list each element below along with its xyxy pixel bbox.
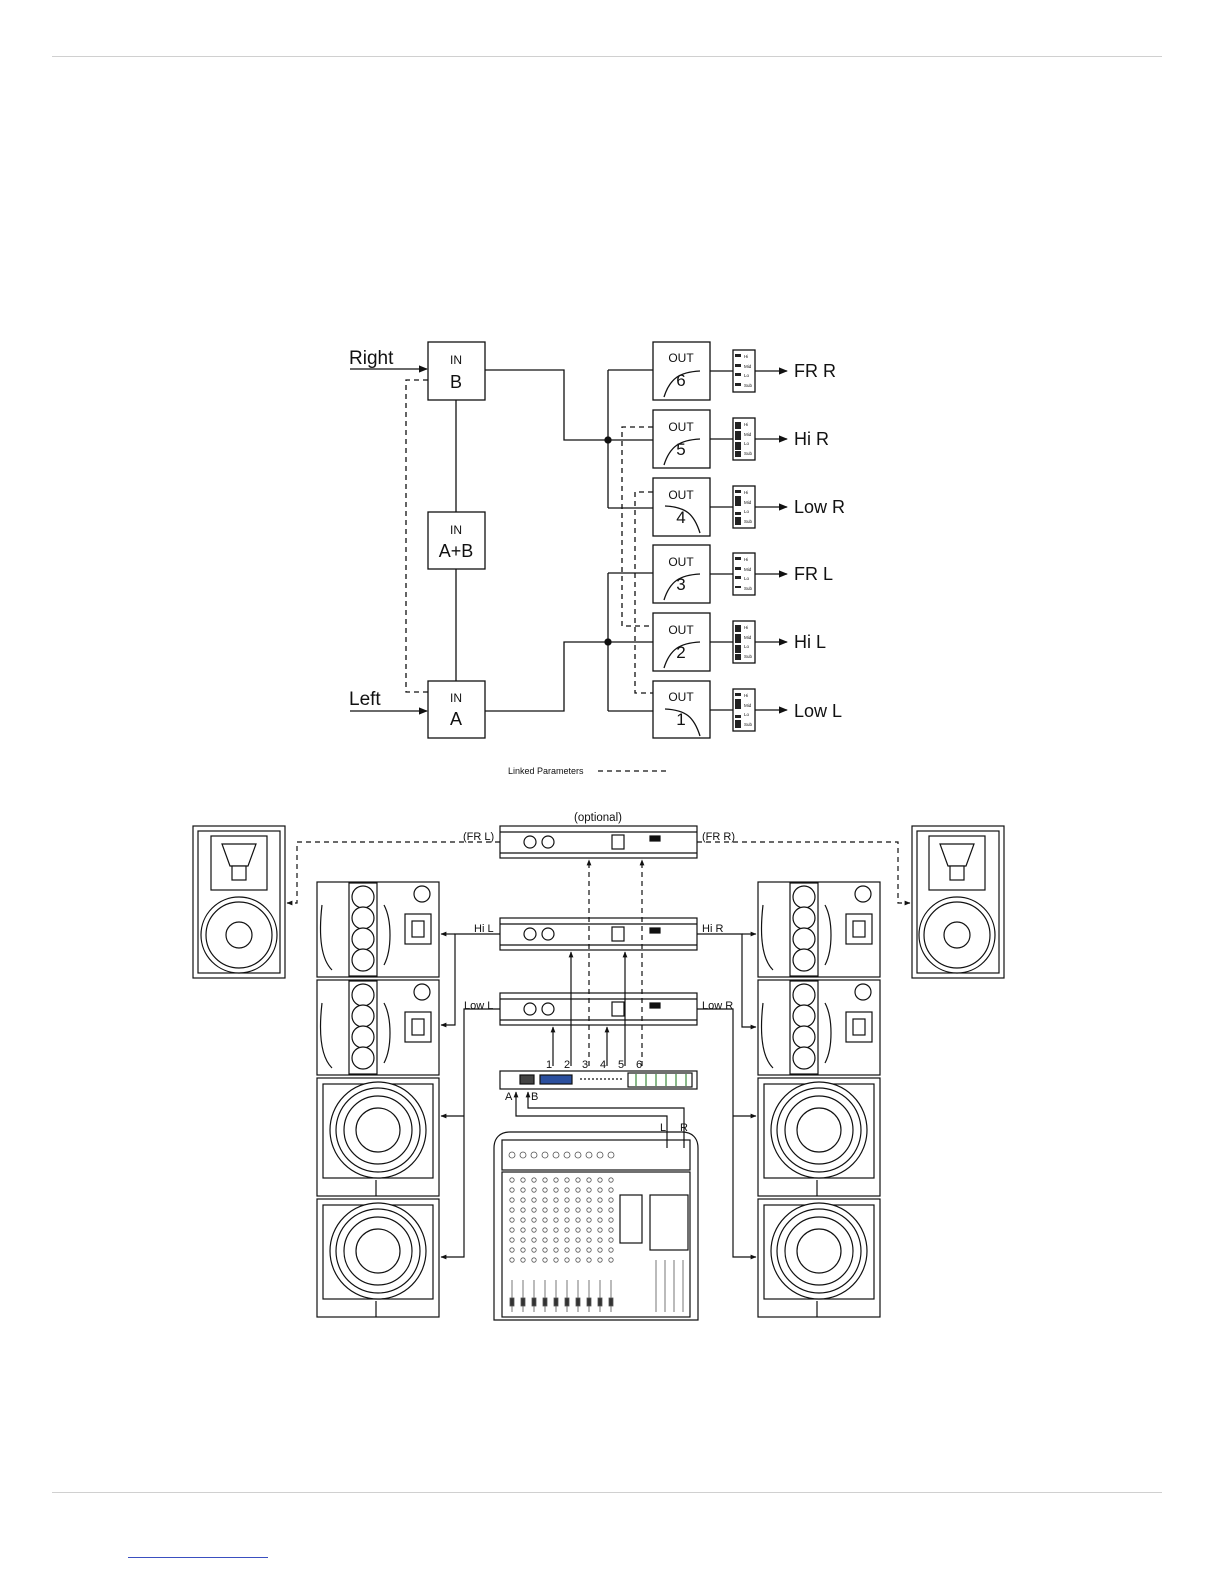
svg-text:OUT: OUT <box>668 690 694 704</box>
svg-text:A+B: A+B <box>439 541 474 561</box>
svg-text:3: 3 <box>676 575 685 594</box>
svg-text:Mid: Mid <box>744 703 752 708</box>
input-right-label: Right <box>349 348 394 369</box>
svg-text:OUT: OUT <box>668 420 694 434</box>
output-2-box <box>653 613 710 671</box>
mixing-console <box>494 1132 698 1320</box>
optional-label: (optional) <box>574 812 622 824</box>
svg-text:4: 4 <box>676 508 685 527</box>
output-label-low-r: Low R <box>794 497 845 517</box>
routing-labels: Right Left IN B IN A+B IN A OUT 6 OUT 5 … <box>349 348 845 776</box>
svg-text:6: 6 <box>676 371 685 390</box>
svg-text:Mid: Mid <box>744 567 752 572</box>
routing-diagram <box>350 342 787 771</box>
svg-text:Mid: Mid <box>744 635 752 640</box>
svg-text:Lo: Lo <box>744 441 750 446</box>
svg-text:2: 2 <box>564 1059 570 1071</box>
svg-text:Lo: Lo <box>744 373 750 378</box>
svg-text:6: 6 <box>636 1059 642 1071</box>
output-label-fr-l: FR L <box>794 564 833 584</box>
svg-text:B: B <box>450 372 462 392</box>
low-r-label: Low R <box>702 1000 733 1012</box>
svg-text:Hi: Hi <box>744 557 748 562</box>
input-left-label: Left <box>349 689 381 710</box>
svg-text:Hi: Hi <box>744 422 748 427</box>
low-l-label: Low L <box>464 1000 493 1012</box>
svg-text:Lo: Lo <box>744 712 750 717</box>
amplifier-fr <box>500 826 697 858</box>
svg-text:Hi: Hi <box>744 693 748 698</box>
svg-text:Hi: Hi <box>744 490 748 495</box>
hi-r-label: Hi R <box>702 923 723 935</box>
svg-text:OUT: OUT <box>668 488 694 502</box>
svg-text:Hi: Hi <box>744 354 748 359</box>
crossover-processor <box>500 1071 697 1089</box>
svg-text:OUT: OUT <box>668 623 694 637</box>
processor-input-a-label: A <box>505 1091 513 1103</box>
svg-text:Lo: Lo <box>744 509 750 514</box>
svg-text:Mid: Mid <box>744 500 752 505</box>
svg-text:1: 1 <box>546 1059 552 1071</box>
svg-text:4: 4 <box>600 1059 606 1071</box>
svg-text:Sub: Sub <box>744 451 753 456</box>
svg-text:Sub: Sub <box>744 383 753 388</box>
svg-text:IN: IN <box>450 691 462 705</box>
mixer-out-r-label: R <box>680 1122 688 1134</box>
svg-text:Lo: Lo <box>744 644 750 649</box>
svg-text:A: A <box>450 709 462 729</box>
svg-text:Hi: Hi <box>744 625 748 630</box>
fr-speaker-left <box>193 826 285 978</box>
svg-text:IN: IN <box>450 523 462 537</box>
fr-speaker-right <box>912 826 1004 978</box>
mixer-out-l-label: L <box>660 1122 666 1134</box>
svg-text:1: 1 <box>676 710 685 729</box>
hi-l-label: Hi L <box>474 923 494 935</box>
svg-text:Lo: Lo <box>744 576 750 581</box>
svg-text:Sub: Sub <box>744 586 753 591</box>
svg-text:IN: IN <box>450 353 462 367</box>
output-3-box <box>653 545 710 603</box>
svg-text:Sub: Sub <box>744 519 753 524</box>
output-label-low-l: Low L <box>794 701 842 721</box>
amplifier-low <box>500 993 697 1025</box>
svg-text:Mid: Mid <box>744 432 752 437</box>
svg-text:5: 5 <box>618 1059 624 1071</box>
output-5-box <box>653 410 710 468</box>
svg-text:Sub: Sub <box>744 654 753 659</box>
output-4-box <box>653 478 710 536</box>
fr-l-label: (FR L) <box>463 831 494 843</box>
output-label-hi-r: Hi R <box>794 429 829 449</box>
fr-r-label: (FR R) <box>702 831 735 843</box>
amplifier-hi <box>500 918 697 950</box>
svg-text:Sub: Sub <box>744 722 753 727</box>
svg-text:2: 2 <box>676 643 685 662</box>
meter-segments <box>735 354 741 728</box>
svg-text:3: 3 <box>582 1059 588 1071</box>
output-label-fr-r: FR R <box>794 361 836 381</box>
right-speaker-stack <box>758 882 880 1317</box>
left-speaker-stack <box>317 882 439 1317</box>
svg-text:OUT: OUT <box>668 351 694 365</box>
legend-label: Linked Parameters <box>508 766 584 776</box>
svg-text:Mid: Mid <box>744 364 752 369</box>
processor-input-b-label: B <box>531 1091 538 1103</box>
svg-text:5: 5 <box>676 440 685 459</box>
output-label-hi-l: Hi L <box>794 632 826 652</box>
svg-text:OUT: OUT <box>668 555 694 569</box>
